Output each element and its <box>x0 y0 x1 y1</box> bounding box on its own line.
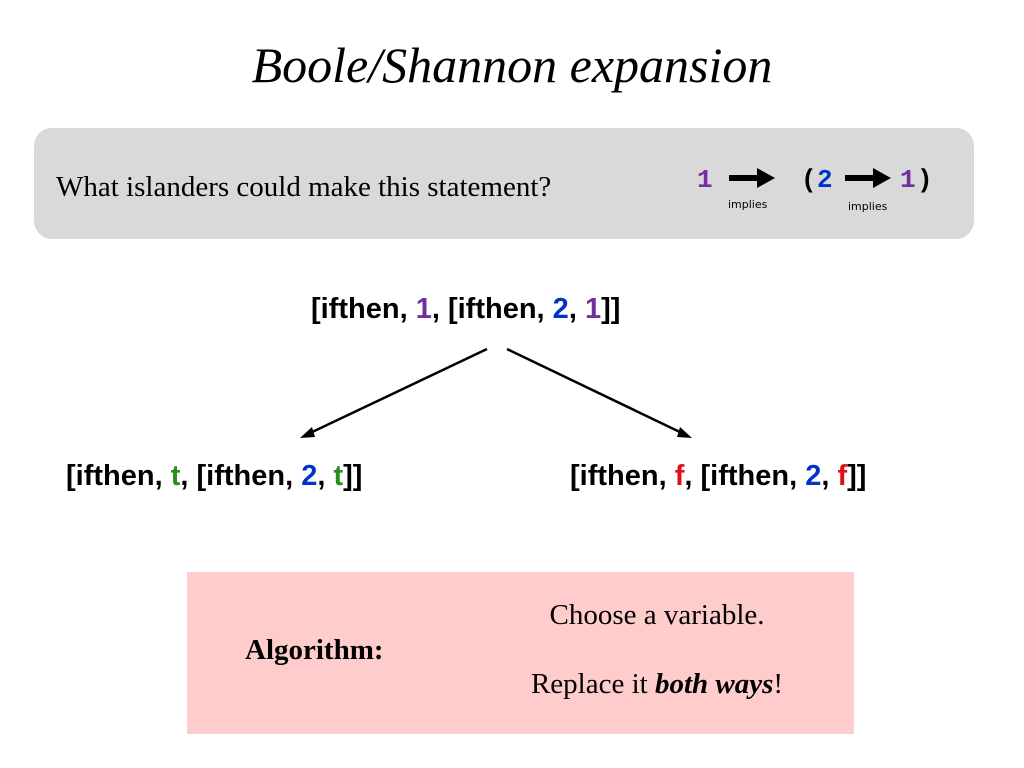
statement-close-paren: ) <box>917 165 933 195</box>
root-var-3: 1 <box>584 293 602 325</box>
statement-var-1: 1 <box>697 165 713 195</box>
algorithm-step-2: Replace it both ways! <box>492 668 822 701</box>
root-text-4: ]] <box>601 293 621 325</box>
right-branch-arrow <box>506 347 685 436</box>
implies-label-2: implies <box>848 200 888 213</box>
root-var-2: 2 <box>552 293 569 325</box>
left-var-2: 2 <box>301 460 318 492</box>
left-var-3: t <box>333 460 344 492</box>
root-text-1: [ifthen, <box>311 293 416 325</box>
statement-var-3: 1 <box>900 165 916 195</box>
question-box: What islanders could make this statement… <box>34 128 974 239</box>
right-expression: [ifthen, f, [ifthen, 2, f]] <box>570 460 866 493</box>
left-expression: [ifthen, t, [ifthen, 2, t]] <box>66 460 362 493</box>
right-arrowhead-icon <box>677 427 692 438</box>
right-text-1: [ifthen, <box>570 460 675 492</box>
root-expression: [ifthen, 1, [ifthen, 2, 1]] <box>311 293 620 326</box>
right-var-2: 2 <box>805 460 822 492</box>
right-text-2: , [ifthen, <box>684 460 806 492</box>
algorithm-step-2-prefix: Replace it <box>530 668 655 700</box>
slide-title: Boole/Shannon expansion <box>251 37 773 93</box>
implies-arrow-icon <box>845 168 891 188</box>
left-text-4: ]] <box>343 460 363 492</box>
algorithm-step-2-emphasis: both ways <box>654 668 774 700</box>
root-var-1: 1 <box>415 293 432 325</box>
implies-arrow-icon <box>729 168 775 188</box>
left-text-3: , <box>317 460 334 492</box>
left-text-2: , [ifthen, <box>180 460 302 492</box>
left-var-1: t <box>170 460 181 492</box>
left-branch-arrow <box>307 347 488 436</box>
right-var-1: f <box>674 460 685 492</box>
left-text-1: [ifthen, <box>66 460 171 492</box>
algorithm-label: Algorithm: <box>245 634 384 666</box>
right-text-3: , <box>821 460 838 492</box>
algorithm-step-2-suffix: ! <box>773 668 784 700</box>
root-text-3: , <box>568 293 585 325</box>
right-text-4: ]] <box>847 460 867 492</box>
algorithm-box: Algorithm: Choose a variable. Replace it… <box>187 572 854 734</box>
implies-label-1: implies <box>728 198 768 211</box>
algorithm-step-1: Choose a variable. <box>549 599 765 631</box>
root-text-2: , [ifthen, <box>431 293 553 325</box>
right-var-3: f <box>837 460 848 492</box>
statement-var-2: 2 <box>817 165 833 195</box>
left-arrowhead-icon <box>300 427 315 438</box>
statement-open-paren: ( <box>801 165 817 195</box>
question-text: What islanders could make this statement… <box>56 171 552 203</box>
